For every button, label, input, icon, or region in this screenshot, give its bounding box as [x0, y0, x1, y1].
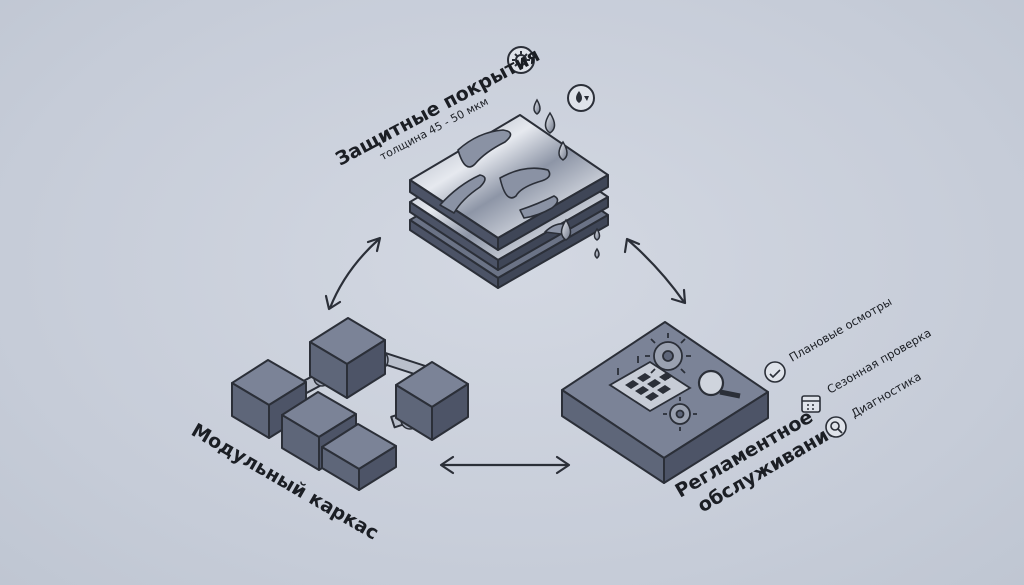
water-drops: [533, 98, 601, 259]
modular-frame: [231, 317, 469, 491]
water-drop-icon: [567, 84, 595, 112]
calendar-icon: [608, 356, 692, 413]
gear-shield-icon: [507, 46, 535, 74]
magnifier-icon: [697, 369, 741, 399]
inspection-icon: [764, 361, 786, 383]
calendar-small-icon: [801, 395, 821, 413]
coating-layers: [409, 114, 609, 289]
gear-icon: [645, 333, 697, 431]
cycle-arrows: [324, 236, 687, 475]
diagnostics-icon: [825, 416, 847, 438]
